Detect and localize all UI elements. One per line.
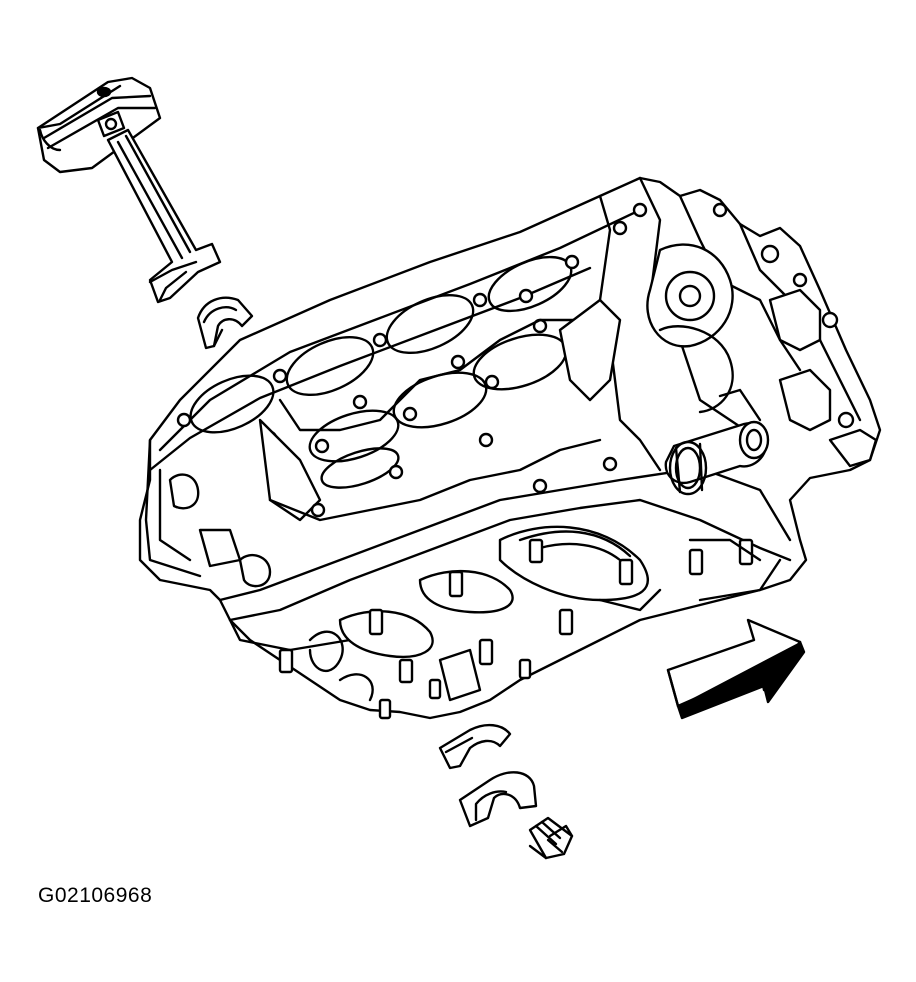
rod-cap-icon xyxy=(460,772,536,826)
rod-bearing-upper-icon xyxy=(198,298,252,348)
rod-bearing-lower-icon xyxy=(440,725,510,768)
bolt-icon xyxy=(530,818,572,858)
crankshaft-icon xyxy=(666,390,768,494)
figure-code-label: G02106968 xyxy=(38,884,153,907)
piston-connecting-rod-icon xyxy=(38,78,220,302)
front-arrow-icon xyxy=(668,620,804,718)
engine-block-icon xyxy=(140,178,880,718)
